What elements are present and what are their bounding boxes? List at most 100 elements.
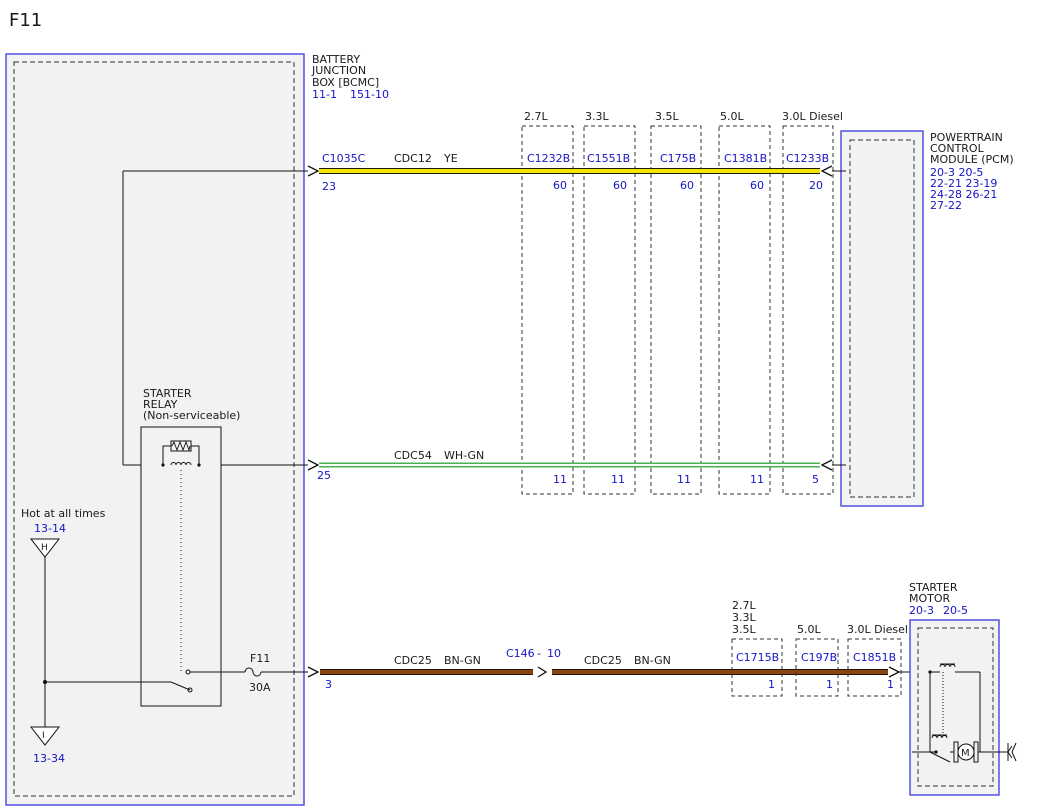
coil-winding	[170, 462, 192, 466]
switch-arm	[170, 681, 191, 691]
wire-bottom-circuit-right: CDC25	[584, 654, 622, 667]
motor-variant-5-0l: 5.0L C197B 1	[795, 623, 839, 697]
bjb-pin-top: 23	[322, 180, 336, 193]
pcm-variant-2-7l: 2.7L C1232B 60 11	[521, 110, 574, 495]
motor-variant-gas: 2.7L 3.3L 3.5L C1715B 1	[731, 599, 783, 697]
ground-symbol: I	[42, 731, 45, 741]
motor-title-line-1: STARTER	[909, 581, 958, 594]
variant-engine-label: 3.0L Diesel	[782, 110, 843, 123]
bjb-title-line-3: BOX [BCMC]	[312, 76, 379, 89]
wire-cdc54[interactable]: 25 CDC54 WH-GN	[307, 449, 846, 482]
starter-motor: STARTER MOTOR 20-3 20-5 M	[909, 581, 1017, 796]
coil-node-left	[161, 463, 165, 467]
wire-mid-color: WH-GN	[444, 449, 484, 462]
battery-feed: Hot at all times 13-14 H I 13-34	[21, 507, 171, 765]
variant-pin-top: 60	[613, 179, 627, 192]
variant-box	[650, 125, 702, 495]
variant-connector[interactable]: C1232B	[527, 152, 570, 165]
pcm-outline	[840, 130, 924, 507]
chassis-ground-icon	[1007, 742, 1017, 762]
motor-ref-2[interactable]: 20-5	[943, 604, 968, 617]
variant-pin: 1	[768, 678, 775, 691]
motor-symbol: M	[961, 748, 970, 759]
variant-box	[521, 125, 574, 495]
wire-cdc12[interactable]: C1035C 23 CDC12 YE	[307, 152, 846, 193]
pcm-ref-line-3[interactable]: 24-28 26-21	[930, 188, 997, 201]
page-id: F11	[9, 10, 42, 31]
hot-label: Hot at all times	[21, 507, 106, 520]
inline-arrow-left	[537, 666, 548, 678]
variant-engine-line-3: 3.5L	[732, 623, 756, 636]
variant-engine-line-1: 2.7L	[732, 599, 756, 612]
variant-pin-mid: 11	[553, 473, 567, 486]
ground-triangle	[29, 726, 61, 746]
wire-cdc25[interactable]: 3 CDC25 BN-GN C146 - 10 CDC25 BN-GN	[307, 647, 930, 691]
motor-ref-1[interactable]: 20-3	[909, 604, 934, 617]
variant-pin-top: 60	[553, 179, 567, 192]
pcm-ref-line-4[interactable]: 27-22	[930, 199, 962, 212]
inline-pin: 10	[547, 647, 561, 660]
resistor-zigzag	[171, 440, 191, 452]
bjb-arrow-mid	[307, 459, 320, 471]
ground-ref[interactable]: 13-34	[33, 752, 65, 765]
wire-top-circuit: CDC12	[394, 152, 432, 165]
inline-connector[interactable]: C146	[506, 647, 535, 660]
coil-node-right	[197, 463, 201, 467]
variant-connector[interactable]: C1233B	[786, 152, 829, 165]
relay-title-line-2: RELAY	[143, 398, 178, 411]
pcm-ref-line-2[interactable]: 22-21 23-19	[930, 177, 997, 190]
variant-connector[interactable]: C175B	[660, 152, 696, 165]
coil-leads	[162, 445, 200, 465]
motor-title-line-2: MOTOR	[909, 592, 951, 605]
variant-box	[847, 638, 902, 697]
inline-sep: -	[537, 647, 541, 660]
variant-connector[interactable]: C197B	[801, 651, 837, 664]
motor-variant-3-0l-diesel: 3.0L Diesel C1851B 1	[847, 623, 908, 697]
hot-triangle	[29, 538, 61, 558]
variant-pin-top: 60	[680, 179, 694, 192]
bjb-connector-label[interactable]: C1035C	[322, 152, 366, 165]
variant-pin: 1	[826, 678, 833, 691]
fuse-name: F11	[250, 652, 270, 665]
variant-engine-line-2: 3.3L	[732, 611, 756, 624]
bjb-title-line-1: BATTERY	[312, 53, 360, 66]
variant-engine-line-1: 5.0L	[797, 623, 821, 636]
variant-pin-top: 20	[809, 179, 823, 192]
variant-connector[interactable]: C1381B	[724, 152, 767, 165]
variant-engine-label: 5.0L	[720, 110, 744, 123]
bjb-ref-2[interactable]: 151-10	[350, 88, 389, 101]
variant-box	[795, 638, 839, 697]
bjb-arrow-top	[307, 165, 320, 177]
variant-connector[interactable]: C1551B	[587, 152, 630, 165]
bjb-ref-1[interactable]: 11-1	[312, 88, 337, 101]
bjb-pin-bottom: 3	[325, 678, 332, 691]
variant-connector[interactable]: C1715B	[736, 651, 779, 664]
fuse-rating: 30A	[249, 681, 271, 694]
pcm-variant-3-5l: 3.5L C175B 60 11	[650, 110, 702, 495]
pcm-arrow-mid	[820, 459, 833, 471]
pcm-module: POWERTRAIN CONTROL MODULE (PCM) 20-3 20-…	[840, 130, 1014, 507]
motor-inner-outline	[917, 627, 994, 787]
pcm-inner-outline	[849, 139, 915, 498]
relay-title-line-1: STARTER	[143, 387, 192, 400]
variant-box	[718, 125, 771, 495]
pcm-variant-5-0l: 5.0L C1381B 60 11	[718, 110, 771, 495]
pcm-variant-3-3l: 3.3L C1551B 60 11	[583, 110, 636, 495]
pcm-arrow-top	[820, 165, 833, 177]
variant-connector[interactable]: C1851B	[853, 651, 896, 664]
relay-title-line-3: (Non-serviceable)	[143, 409, 240, 422]
wire-bottom-color-right: BN-GN	[634, 654, 671, 667]
starter-relay: STARTER RELAY (Non-serviceable)	[140, 387, 240, 707]
pcm-ref-line-1[interactable]: 20-3 20-5	[930, 166, 983, 179]
bjb-pin-mid: 25	[317, 469, 331, 482]
fuse-f11: F11 30A	[190, 652, 308, 694]
switch-pivot	[187, 687, 193, 693]
variant-pin: 1	[887, 678, 894, 691]
pcm-title-line-2: CONTROL	[930, 142, 985, 155]
variant-box	[583, 125, 636, 495]
hot-ref[interactable]: 13-14	[34, 522, 66, 535]
variant-pin-top: 60	[750, 179, 764, 192]
variant-engine-line-1: 3.0L Diesel	[847, 623, 908, 636]
variant-engine-label: 3.5L	[655, 110, 679, 123]
